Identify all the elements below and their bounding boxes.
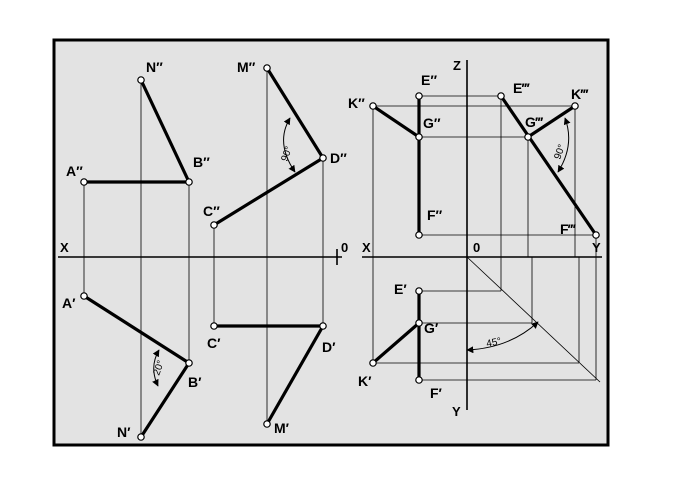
label-g3: G‴ bbox=[525, 114, 544, 130]
label-e2: E″ bbox=[421, 72, 437, 88]
angle-label-45: 45° bbox=[485, 336, 502, 350]
label-k3: K‴ bbox=[571, 86, 589, 102]
point-f3 bbox=[592, 231, 600, 239]
label-f1: F′ bbox=[430, 385, 443, 401]
label-f2: F″ bbox=[427, 207, 443, 223]
point-m1 bbox=[263, 420, 271, 428]
angle-arc-90-right bbox=[557, 117, 571, 173]
line-k3-g3 bbox=[526, 104, 577, 139]
point-m2 bbox=[263, 64, 271, 72]
label-m1: M′ bbox=[274, 420, 290, 436]
label-d2: D″ bbox=[330, 150, 347, 166]
point-e3 bbox=[497, 92, 505, 100]
line-n2-b2 bbox=[139, 78, 191, 184]
label-b1: B′ bbox=[188, 374, 202, 390]
line-b1-n1 bbox=[139, 361, 191, 439]
point-c2 bbox=[210, 221, 218, 229]
right-axis-zero-label: 0 bbox=[473, 240, 480, 255]
label-k1: K′ bbox=[358, 373, 372, 389]
point-e2 bbox=[415, 92, 423, 100]
point-a2 bbox=[80, 178, 88, 186]
point-k2 bbox=[369, 102, 377, 110]
point-a1 bbox=[80, 292, 88, 300]
line-m2-d2 bbox=[265, 66, 325, 160]
point-n1 bbox=[137, 433, 145, 441]
label-n2: N″ bbox=[146, 59, 163, 75]
point-g1 bbox=[415, 319, 423, 327]
label-e3: E‴ bbox=[513, 80, 530, 96]
line-e3-f3 bbox=[499, 94, 598, 237]
line-c2-d2 bbox=[212, 156, 325, 227]
angle-label-90-left: 90° bbox=[279, 145, 295, 163]
point-g3 bbox=[524, 133, 532, 141]
line-k1-g1 bbox=[371, 321, 421, 365]
angle-arc-45 bbox=[466, 321, 539, 354]
angle-label-90-right: 90° bbox=[552, 143, 568, 161]
point-k3 bbox=[571, 102, 579, 110]
point-f1 bbox=[415, 376, 423, 384]
right-axis-y-label: Y bbox=[592, 240, 601, 255]
label-c2: C″ bbox=[203, 203, 220, 219]
label-e1: E′ bbox=[394, 281, 407, 297]
point-g2 bbox=[415, 133, 423, 141]
point-n2 bbox=[137, 76, 145, 84]
point-d2 bbox=[319, 154, 327, 162]
angle-arc-90-left bbox=[283, 117, 296, 173]
label-d1: D′ bbox=[322, 339, 336, 355]
transfer-line-45 bbox=[466, 256, 601, 383]
label-c1: C′ bbox=[207, 335, 221, 351]
line-d1-m1 bbox=[265, 324, 325, 426]
label-a2: A″ bbox=[66, 163, 83, 179]
label-m2: M″ bbox=[237, 59, 256, 75]
label-b2: B″ bbox=[193, 154, 210, 170]
point-b2 bbox=[185, 178, 193, 186]
point-k1 bbox=[369, 359, 377, 367]
left-axis-x-label: X bbox=[60, 240, 69, 255]
line-k2-g2 bbox=[371, 104, 421, 139]
right-panel: 45° 90° K″ E″ G″ F″ E‴ K‴ G‴ F‴ E′ G′ bbox=[348, 58, 602, 419]
z-axis-label: Z bbox=[453, 58, 461, 73]
line-a1-b1 bbox=[82, 294, 191, 365]
drawing-frame bbox=[52, 38, 610, 447]
label-g2: G″ bbox=[423, 115, 441, 131]
right-axis-x-label: X bbox=[362, 240, 371, 255]
label-a1: A′ bbox=[62, 295, 76, 311]
point-b1 bbox=[185, 359, 193, 367]
label-n1: N′ bbox=[117, 424, 131, 440]
label-f3: F‴ bbox=[560, 221, 577, 237]
left-panel: 20° 90° N″ A″ B″ A′ B′ N′ M″ D″ C″ C′ D′… bbox=[58, 59, 348, 441]
point-c1 bbox=[210, 322, 218, 330]
bottom-y-axis-label: Y bbox=[452, 404, 461, 419]
angle-label-20: 20° bbox=[151, 359, 167, 377]
label-g1: G′ bbox=[424, 320, 439, 336]
point-e1 bbox=[415, 287, 423, 295]
point-f2 bbox=[415, 231, 423, 239]
left-axis-zero-label: 0 bbox=[341, 240, 348, 255]
label-k2: K″ bbox=[348, 95, 365, 111]
point-d1 bbox=[319, 322, 327, 330]
angle-arc-20 bbox=[152, 349, 160, 387]
